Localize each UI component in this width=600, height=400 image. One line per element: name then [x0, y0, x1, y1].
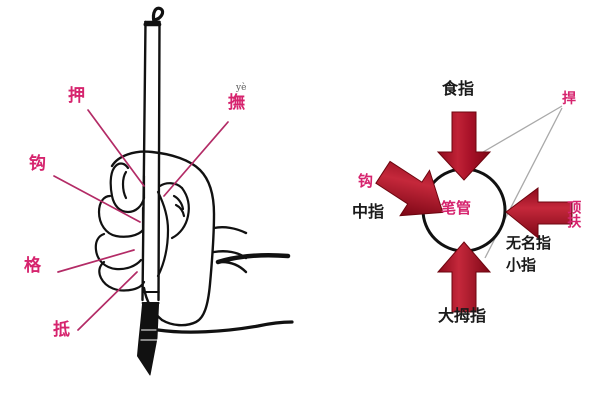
index-finger-outline	[109, 162, 146, 214]
label-index-finger: 食指	[442, 79, 475, 98]
label-nie: 捍	[562, 91, 576, 107]
label-dingfu: 顶扶	[565, 200, 582, 228]
brush-tip-icon	[137, 302, 160, 376]
label-ya: 押	[68, 86, 85, 106]
leader-lines-left	[53, 109, 229, 331]
arrow-ring-little-finger	[505, 187, 573, 240]
middle-finger-outline	[97, 194, 145, 238]
label-ge: 格	[24, 256, 41, 276]
label-gou: 钩	[29, 154, 46, 174]
right-force-diagram-panel: 笔管 食指 中指 无名指 小指 大拇指 捍 钩 顶扶	[300, 0, 600, 400]
label-thumb: 大拇指	[438, 306, 487, 325]
arrow-index-finger	[436, 111, 492, 181]
label-di: 抵	[53, 320, 70, 340]
brush-loop-icon	[151, 6, 165, 24]
label-brush-barrel: 笔管	[441, 199, 472, 217]
label-little-finger: 小指	[506, 256, 537, 274]
leader-line-ye	[163, 121, 229, 197]
label-ye: 撫	[228, 93, 245, 113]
hand-brush-svg	[53, 6, 294, 376]
pinyin-ye: yè	[236, 83, 247, 93]
hand-wrist-outline	[212, 226, 248, 274]
left-illustration-panel: 押 yè 撫 钩 格 抵	[24, 6, 294, 376]
thumb-outline	[156, 182, 190, 278]
leader-line-gou	[53, 175, 141, 223]
label-middle-finger: 中指	[352, 202, 385, 221]
label-ring-finger: 无名指	[506, 234, 552, 252]
leader-line-ge	[57, 249, 135, 273]
leader-line-ya	[87, 109, 145, 187]
arrow-middle-finger	[375, 160, 444, 217]
arrow-thumb	[436, 241, 492, 313]
table-surface-line	[156, 253, 294, 334]
brush-shaft-icon	[141, 20, 161, 302]
hand-back-outline	[110, 150, 216, 327]
little-finger-outline	[98, 260, 146, 292]
force-diagram-svg	[375, 105, 573, 313]
label-gou-right: 钩	[358, 172, 374, 190]
leader-line-di	[77, 271, 138, 331]
